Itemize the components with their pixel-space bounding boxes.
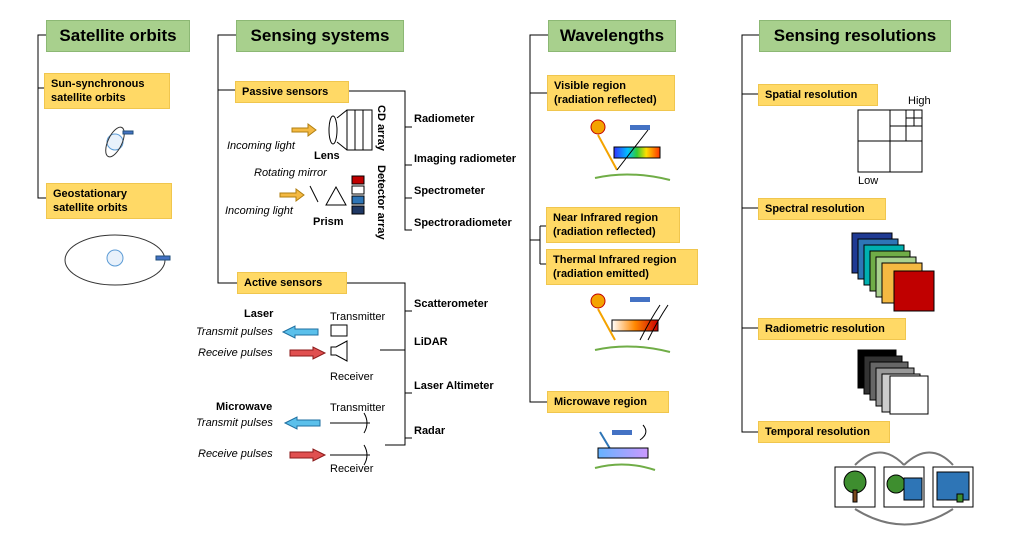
nir-line2: (radiation reflected) (553, 226, 656, 238)
receive-pulses-label-2: Receive pulses (198, 448, 273, 460)
prism-label: Prism (313, 216, 344, 228)
lens-diagram (291, 109, 373, 151)
receive-pulses-label-1: Receive pulses (198, 347, 273, 359)
geostationary-orbit-icon (64, 234, 171, 286)
visible-region-icon (590, 119, 671, 181)
header-sensing-resolutions: Sensing resolutions (759, 20, 951, 52)
geo-line2: satellite orbits (53, 202, 128, 214)
visible-line2: (radiation reflected) (554, 94, 657, 106)
receiver-label-2: Receiver (330, 463, 374, 475)
passive-item-spectroradiometer: Spectroradiometer (414, 217, 512, 229)
active-sensors-box: Active sensors (237, 272, 347, 294)
geostationary-orbits-box: Geostationary satellite orbits (46, 183, 172, 219)
spatial-resolution-grid (857, 109, 923, 173)
sun-sync-line1: Sun-synchronous (51, 78, 145, 90)
temporal-resolution-frames (834, 451, 974, 526)
header-satellite-orbits: Satellite orbits (46, 20, 190, 52)
spatial-resolution-box: Spatial resolution (758, 84, 878, 106)
passive-item-radiometer: Radiometer (414, 113, 475, 125)
incoming-light-label-2: Incoming light (225, 205, 293, 217)
incoming-light-label-1: Incoming light (227, 140, 295, 152)
microwave-region-icon (594, 424, 656, 471)
lens-label: Lens (314, 150, 340, 162)
sun-synchronous-orbits-box: Sun-synchronous satellite orbits (44, 73, 170, 109)
passive-sensors-box: Passive sensors (235, 81, 349, 103)
temporal-resolution-box: Temporal resolution (758, 421, 890, 443)
passive-item-imaging-radiometer: Imaging radiometer (414, 153, 517, 165)
laser-diagram (281, 324, 348, 362)
high-label: High (908, 95, 931, 107)
tir-line2: (radiation emitted) (553, 268, 649, 280)
detector-array-label: Detector array (375, 165, 387, 240)
radiometric-resolution-box: Radiometric resolution (758, 318, 906, 340)
nir-line1: Near Infrared region (553, 212, 659, 224)
spectral-resolution-stack (851, 232, 935, 312)
tir-line1: Thermal Infrared region (553, 254, 677, 266)
laser-label: Laser (244, 308, 274, 320)
receiver-label-1: Receiver (330, 371, 374, 383)
transmitter-label-1: Transmitter (330, 311, 386, 323)
microwave-diagram (283, 412, 370, 466)
passive-item-spectrometer: Spectrometer (414, 185, 485, 197)
visible-region-box: Visible region (radiation reflected) (547, 75, 675, 111)
thermal-infrared-box: Thermal Infrared region (radiation emitt… (546, 249, 698, 285)
spectral-resolution-box: Spectral resolution (758, 198, 886, 220)
transmit-pulses-label-2: Transmit pulses (196, 417, 273, 429)
header-sensing-systems: Sensing systems (236, 20, 404, 52)
sun-sync-line2: satellite orbits (51, 92, 126, 104)
active-item-lidar: LiDAR (414, 336, 448, 348)
rotating-mirror-label: Rotating mirror (254, 167, 327, 179)
active-item-laser-altimeter: Laser Altimeter (414, 380, 494, 392)
transmit-pulses-label-1: Transmit pulses (196, 326, 273, 338)
radiometric-resolution-stack (857, 349, 929, 415)
thermal-infrared-icon (590, 293, 671, 353)
low-label: Low (858, 175, 879, 187)
near-infrared-box: Near Infrared region (radiation reflecte… (546, 207, 680, 243)
prism-diagram (279, 175, 365, 215)
geo-line1: Geostationary (53, 188, 127, 200)
active-item-scatterometer: Scatterometer (414, 298, 488, 310)
microwave-region-box: Microwave region (547, 391, 669, 413)
header-wavelengths: Wavelengths (548, 20, 676, 52)
sun-synchronous-orbit-icon (105, 126, 134, 158)
visible-line1: Visible region (554, 80, 626, 92)
active-item-radar: Radar (414, 425, 446, 437)
microwave-label: Microwave (216, 401, 273, 413)
transmitter-label-2: Transmitter (330, 402, 386, 414)
cd-array-label: CD array (375, 105, 387, 151)
